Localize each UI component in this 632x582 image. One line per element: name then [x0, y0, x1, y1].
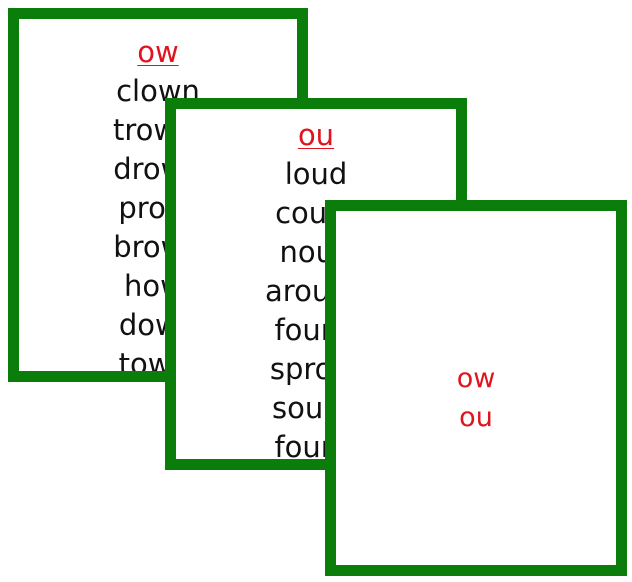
- key-label-ou: ou: [459, 402, 493, 433]
- sound-key-list: ow ou: [336, 359, 616, 437]
- sound-key-card: ow ou: [325, 200, 627, 576]
- ou-word: loud: [284, 157, 348, 191]
- ou-card-heading: ou: [297, 118, 335, 152]
- key-label-ow: ow: [456, 363, 496, 394]
- ow-card-heading: ow: [137, 35, 179, 69]
